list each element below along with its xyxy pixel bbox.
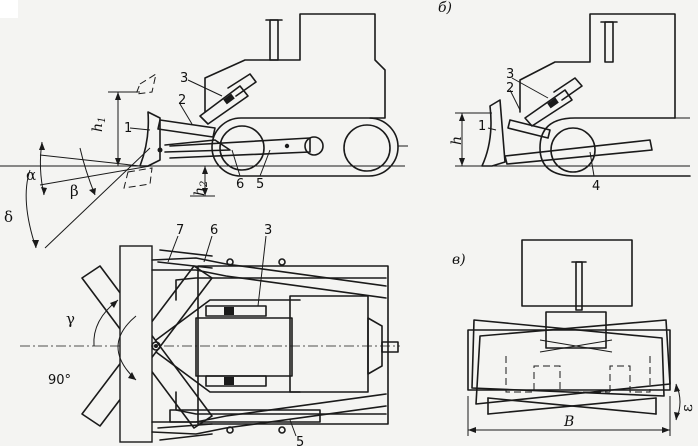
track-b <box>539 117 691 177</box>
dim-h1: h1 <box>90 117 108 132</box>
dim-h2: h2 <box>192 181 210 196</box>
push-frame-a <box>169 137 311 159</box>
front-track-left <box>505 356 610 393</box>
angle-line-alpha <box>39 154 141 167</box>
tractor-body-a <box>204 13 386 119</box>
lift-cylinder-a <box>199 85 249 125</box>
push-arm-b <box>504 139 653 165</box>
angle-line-beta <box>39 165 151 186</box>
plan-part-7: 7 <box>176 223 184 238</box>
angle-90: 90° <box>48 373 71 388</box>
exhaust-stack-a <box>269 19 279 61</box>
front-exhaust <box>575 261 583 311</box>
cylinder-plan-bottom <box>205 375 267 387</box>
plan-part-5: 5 <box>296 435 304 446</box>
corner-white-box <box>0 0 18 18</box>
side-a-part-6: 6 <box>236 177 244 192</box>
tractor-body-plan <box>197 265 389 425</box>
angle-alpha: α <box>26 166 36 184</box>
front-blade-straight <box>467 329 671 391</box>
blade-straight-plan <box>119 245 153 443</box>
track-a <box>211 117 399 177</box>
angle-delta: δ <box>4 208 13 226</box>
plan-part-6: 6 <box>210 223 218 238</box>
cylinder-plan-top <box>205 305 267 317</box>
front-blade-tilt-1 <box>471 319 665 397</box>
side-view-a: 3 2 1 6 5 h1 h2 α β δ <box>0 13 408 249</box>
front-blade-tilt-2 <box>475 319 671 405</box>
idler-front-a <box>219 125 265 171</box>
view-label-b: б) <box>438 0 452 16</box>
side-a-part-3: 3 <box>180 71 188 86</box>
angle-epsilon: ε <box>678 404 696 412</box>
engine-block-plan <box>289 295 369 393</box>
dim-h-b: h <box>449 136 465 145</box>
side-b-part-4: 4 <box>592 179 600 194</box>
angle-gamma: γ <box>66 310 75 328</box>
arc-right-angle <box>117 315 137 381</box>
angle-line-delta <box>44 147 151 249</box>
side-b-part-1: 1 <box>478 119 486 134</box>
front-cab <box>521 239 633 307</box>
blade-a <box>139 111 161 167</box>
push-frame-plan-bottom <box>151 405 387 435</box>
track-plan-bottom <box>175 391 387 415</box>
view-label-v: в) <box>452 252 466 268</box>
dim-B: B <box>563 414 574 430</box>
push-frame-plan-top <box>151 257 387 287</box>
side-a-part-2: 2 <box>178 93 186 108</box>
side-a-part-5: 5 <box>256 177 264 192</box>
tilt-cylinder-a <box>157 119 216 138</box>
side-a-part-1: 1 <box>124 121 132 136</box>
track-plan-top <box>175 277 387 301</box>
plan-view: 7 6 3 5 γ 90° <box>20 223 400 446</box>
tractor-body-b <box>519 13 676 119</box>
angle-beta: β <box>70 182 79 200</box>
side-b-part-2: 2 <box>506 81 514 96</box>
front-view: в) B ε <box>452 239 696 436</box>
sprocket-rear-a <box>343 124 391 172</box>
blade-raised-a <box>135 72 157 95</box>
blade-b <box>481 99 506 167</box>
side-view-b: б) 3 2 1 4 h <box>438 0 691 194</box>
blade-angled-1 <box>81 265 213 429</box>
plan-part-3: 3 <box>264 223 272 238</box>
side-b-part-3: 3 <box>506 67 514 82</box>
